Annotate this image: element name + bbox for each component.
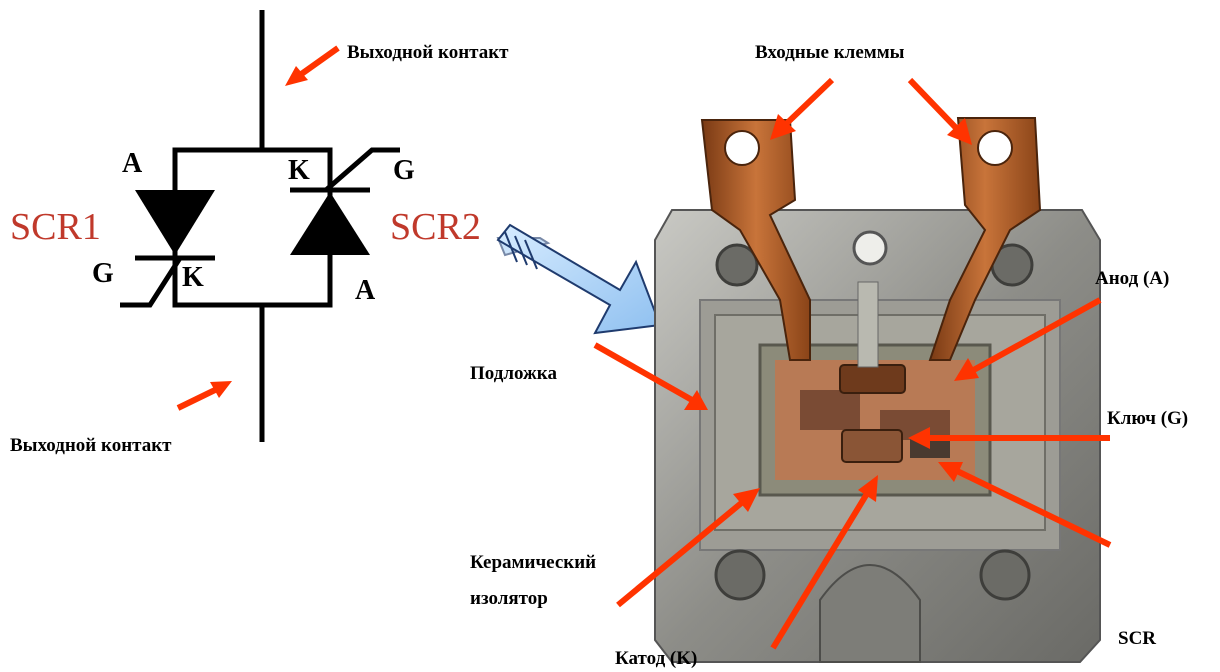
input-terminal-left [700,119,811,361]
scr2-symbol [290,147,400,255]
arrow-input-right [907,77,961,133]
scr-label: SCR [1118,628,1157,649]
scr2-anode-label: A [355,275,376,306]
photo-arrows [593,77,1112,650]
output-contact-top-label: Выходной контакт [347,42,509,63]
terminal-hole-right [977,130,1013,166]
scr-module-photo [654,117,1101,663]
scr1-cathode-label: K [182,262,204,293]
scr1-gate-lead [120,256,183,308]
arrow-ceramic [616,497,747,608]
schematic-arrows [176,45,340,411]
arrow-input-left [782,77,835,128]
center-hole [852,230,888,266]
bottom-notch [819,564,921,663]
anode-label: Анод (А) [1095,268,1170,289]
scr1-triangle [135,190,215,255]
scr1-anode-label: A [122,148,143,179]
output-contact-bottom-label: Выходной контакт [10,435,172,456]
input-terminals-label: Входные клеммы [755,42,905,63]
arrow-scr [953,467,1112,548]
big-pointer-arrow [496,223,662,335]
center-post [857,281,879,368]
scr1-label: SCR1 [10,206,101,248]
scr2-gate-label: G [393,155,415,186]
screw-top-left [715,243,759,287]
arrow-cathode [770,490,871,650]
arrow-substrate [593,342,694,403]
scr-chip-bottom [841,429,903,463]
terminal-hole-left [724,130,760,166]
scr2-triangle [290,192,370,255]
scr2-label: SCR2 [390,206,481,248]
input-terminal-right [928,117,1042,361]
scr1-symbol [120,190,215,308]
cathode-label: Катод (K) [615,648,698,669]
screw-bottom-left [714,549,766,601]
arrow-anode [968,297,1102,375]
ceramic-insulator-label-line2: изолятор [470,588,548,609]
triac-schematic [172,10,333,442]
pad-dark-a [800,390,860,430]
scr1-gate-label: G [92,258,114,289]
ceramic-insulator-label-line1: Керамический [470,552,597,573]
scr2-cathode-label: K [288,155,310,186]
screw-bottom-right [979,549,1031,601]
substrate-label: Подложка [470,363,557,384]
scr2-gate-lead [324,147,400,192]
gate-label: Ключ (G) [1107,408,1189,429]
scr-chip-top [839,364,906,394]
